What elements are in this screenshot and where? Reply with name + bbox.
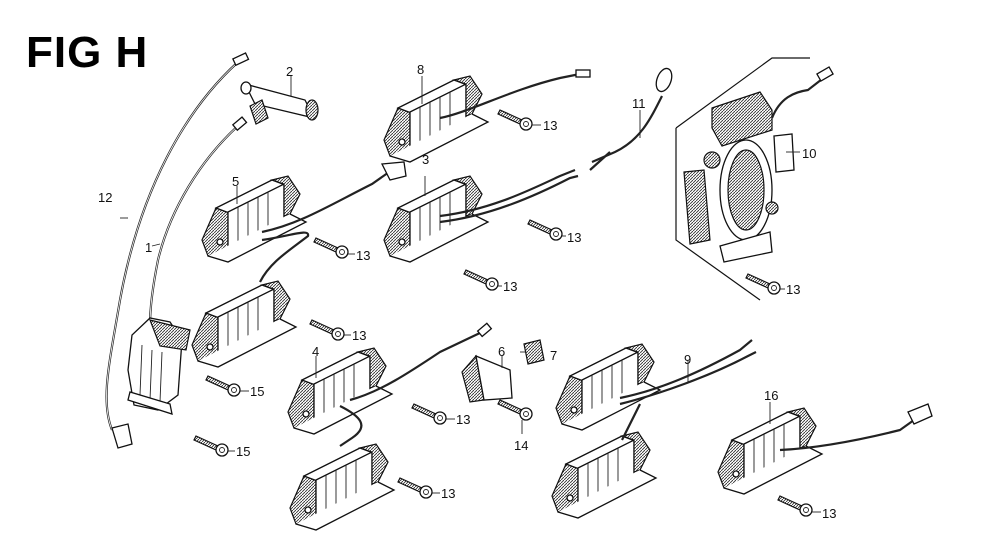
coil-module-center-lower[interactable] [289, 443, 395, 531]
part-5-wiring[interactable] [259, 161, 407, 283]
bolt-13-h[interactable] [745, 273, 781, 295]
part-12-cable[interactable] [105, 52, 250, 449]
bolt-15-b[interactable] [193, 435, 229, 457]
bolt-13-i[interactable] [777, 495, 813, 517]
figure-title: FIG H [26, 28, 149, 77]
bolt-15-a[interactable] [205, 375, 241, 397]
bolt-14[interactable] [497, 399, 533, 421]
part-9-coil-upper[interactable] [555, 343, 661, 431]
coil-module-left-lower[interactable] [191, 280, 297, 368]
part-3-coil[interactable] [383, 175, 489, 263]
callout-labels: 1 2 3 4 5 6 7 8 9 10 11 12 13 13 13 13 1… [98, 62, 836, 521]
callout-13-g: 13 [441, 486, 455, 501]
part-10-stator-box [675, 57, 810, 301]
callout-13-d: 13 [356, 248, 370, 263]
bolt-13-a[interactable] [497, 109, 533, 131]
callout-3: 3 [422, 152, 429, 167]
bolt-13-c[interactable] [463, 269, 499, 291]
callout-13-e: 13 [352, 328, 366, 343]
part-1-cable[interactable] [148, 116, 248, 326]
callout-13-a: 13 [543, 118, 557, 133]
part-16-wiring[interactable] [779, 403, 933, 452]
callout-14: 14 [514, 438, 528, 453]
bolt-13-e[interactable] [309, 319, 345, 341]
callout-8: 8 [417, 62, 424, 77]
bolt-13-f[interactable] [411, 403, 447, 425]
part-8-wiring[interactable] [439, 69, 591, 120]
callout-16: 16 [764, 388, 778, 403]
callout-6: 6 [498, 344, 505, 359]
callout-13-i: 13 [822, 506, 836, 521]
callout-13-b: 13 [567, 230, 581, 245]
part-7-clip[interactable] [523, 339, 545, 365]
part-8-coil[interactable] [383, 75, 489, 163]
part-3-wiring[interactable] [439, 168, 579, 224]
callout-5: 5 [232, 174, 239, 189]
bolt-13-d[interactable] [313, 237, 349, 259]
part-4-wiring[interactable] [339, 322, 493, 447]
leader-lines [120, 76, 800, 434]
callout-13-f: 13 [456, 412, 470, 427]
part-9-coil-lower[interactable] [551, 431, 657, 519]
part-11-lead[interactable] [589, 66, 675, 171]
callout-13-h: 13 [786, 282, 800, 297]
part-2-plug-cap[interactable] [240, 76, 319, 125]
part-10-stator[interactable] [683, 66, 834, 263]
callout-15-b: 15 [236, 444, 250, 459]
callout-13-c: 13 [503, 279, 517, 294]
part-6-bracket[interactable] [461, 354, 513, 403]
callout-9: 9 [684, 352, 691, 367]
ignition-coil-assembly[interactable] [127, 317, 191, 415]
callout-1: 1 [145, 240, 152, 255]
bolt-label-ticks [228, 124, 821, 513]
bolt-13-b[interactable] [527, 219, 563, 241]
callout-12: 12 [98, 190, 112, 205]
bolt-13-g[interactable] [397, 477, 433, 499]
callout-15-a: 15 [250, 384, 264, 399]
callout-10: 10 [802, 146, 816, 161]
part-9-wiring[interactable] [619, 339, 757, 441]
callout-2: 2 [286, 64, 293, 79]
callout-11: 11 [632, 96, 646, 111]
callout-4: 4 [312, 344, 319, 359]
callout-7: 7 [550, 348, 557, 363]
